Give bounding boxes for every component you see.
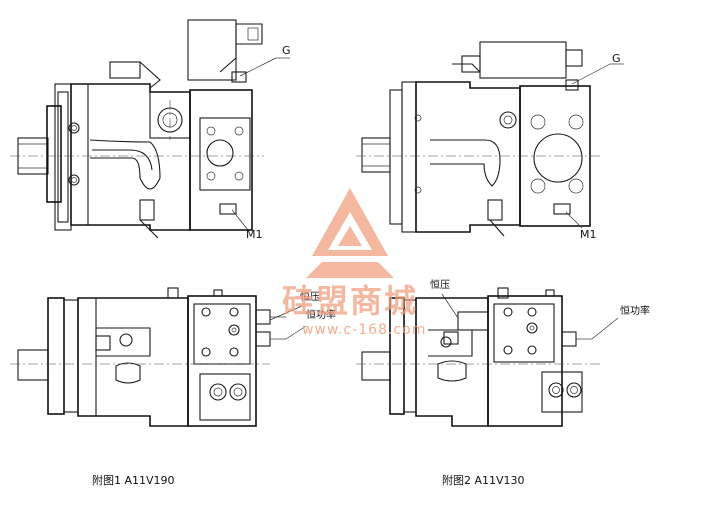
figure2-label-m1: M1 (580, 228, 597, 241)
figure1-label-constant-pressure: 恒压 (300, 290, 320, 303)
figure1-label-m1: M1 (246, 228, 263, 241)
figure2-caption: 附图2 A11V130 (442, 473, 525, 487)
figure1-label-g: G (282, 44, 291, 57)
watermark-url: www.c-168.com (302, 322, 426, 338)
figure2-label-constant-power: 恒功率 (620, 304, 650, 317)
watermark: 硅盟商城 www.c-168.com (282, 188, 426, 338)
figure2-label-constant-pressure: 恒压 (430, 278, 450, 291)
figure2-label-g: G (612, 52, 621, 65)
watermark-logo-icon (306, 188, 394, 278)
figure2-top-view: G M1 (356, 41, 624, 241)
figure1-side-view: 恒压 恒功率 (10, 287, 336, 427)
watermark-name: 硅盟商城 (282, 282, 418, 320)
figure1-caption: 附图1 A11V190 (92, 473, 175, 487)
figure2-side-view: 恒压 恒功率 (356, 278, 650, 427)
figure1-label-constant-power: 恒功率 (306, 308, 336, 321)
figure1-top-view: G M1 (10, 19, 291, 241)
